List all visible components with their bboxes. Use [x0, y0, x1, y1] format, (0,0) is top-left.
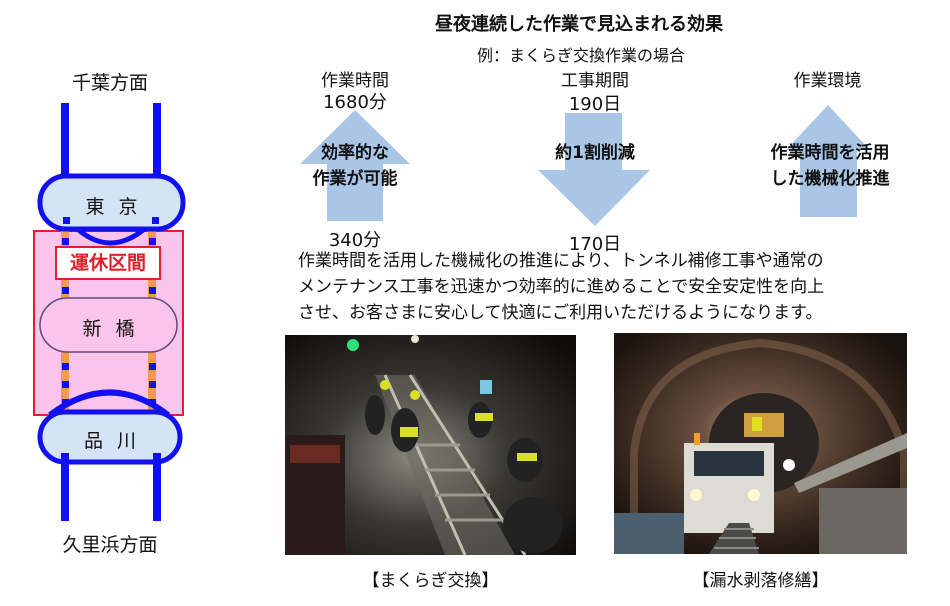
suspended-section-label: 運休区間	[55, 246, 161, 280]
metric-work-time-before: 1680分	[323, 92, 387, 113]
arrow-text-environment: 作業時間を活用 した機械化推進	[770, 143, 890, 189]
arrow-text-work-time: 効率的な 作業が可能	[312, 143, 398, 189]
metric-period-label: 工事期間	[561, 71, 629, 91]
up-arrow-icon	[786, 105, 870, 217]
photo-leak-repair	[614, 333, 907, 554]
station-shinbashi-label: 新橋	[82, 318, 149, 340]
description-paragraph: 作業時間を活用した機械化の推進により、トンネル補修工事や通常の メンテナンス工事…	[298, 251, 825, 323]
metric-work-time-label: 作業時間	[321, 71, 389, 91]
caption-sleeper-replacement: 【まくらぎ交換】	[362, 571, 499, 591]
metric-work-time-after: 340分	[328, 230, 382, 251]
direction-top-label: 千葉方面	[71, 72, 148, 94]
route-diagram: 千葉方面 東京 運休区間 新橋 品川	[0, 0, 230, 606]
effect-arrows	[300, 105, 870, 226]
caption-leak-repair: 【漏水剥落修繕】	[692, 571, 829, 591]
track-diagram-graphic	[33, 103, 186, 521]
effects-subtitle: 例：まくらぎ交換作業の場合	[477, 46, 686, 65]
up-arrow-icon	[300, 110, 410, 221]
effects-title: 昼夜連続した作業で見込まれる効果	[435, 14, 723, 35]
arrow-text-period: 約1割削減	[555, 143, 635, 163]
station-tokyo-label: 東京	[85, 196, 152, 218]
metric-period-after: 170日	[568, 234, 622, 255]
metric-period-before: 190日	[568, 94, 622, 115]
down-arrow-icon	[538, 113, 650, 226]
metric-environment-label: 作業環境	[793, 71, 862, 91]
sleeper-replacement-image	[285, 335, 576, 555]
station-shinagawa-label: 品川	[83, 430, 150, 452]
leak-repair-image	[614, 333, 907, 554]
photo-sleeper-replacement	[285, 335, 576, 555]
direction-bottom-label: 久里浜方面	[62, 534, 158, 556]
